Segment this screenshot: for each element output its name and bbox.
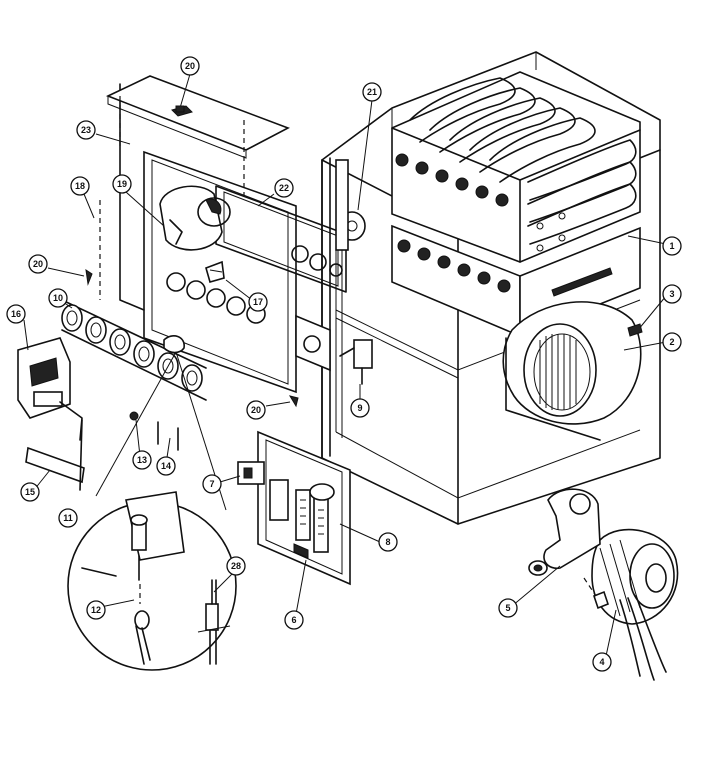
- callout-20-left-text: 20: [33, 259, 43, 269]
- heat-exchanger: [391, 71, 641, 338]
- burner-ports-top: [395, 153, 509, 207]
- callout-3: 3: [662, 284, 682, 304]
- callout-7-text: 7: [209, 479, 214, 489]
- callout-11: 11: [58, 508, 78, 528]
- callout-4: 4: [592, 652, 612, 672]
- callout-18: 18: [70, 176, 90, 196]
- callout-14: 14: [156, 456, 176, 476]
- callout-13: 13: [132, 450, 152, 470]
- callout-11-text: 11: [63, 513, 73, 523]
- small-hardware: [85, 105, 643, 408]
- callout-17: 17: [248, 292, 268, 312]
- rollout-switch: [339, 339, 373, 385]
- callout-leaders: [23, 73, 667, 657]
- callout-18-text: 18: [75, 181, 85, 191]
- callout-15: 15: [20, 482, 40, 502]
- callout-10: 10: [48, 288, 68, 308]
- callout-15-text: 15: [25, 487, 35, 497]
- callout-6-text: 6: [291, 615, 296, 625]
- limit-switch: [335, 159, 366, 251]
- callout-12-text: 12: [91, 605, 101, 615]
- callout-28-text: 28: [231, 561, 241, 571]
- callout-5: 5: [498, 598, 518, 618]
- callout-19-text: 19: [117, 179, 127, 189]
- callout-8-text: 8: [385, 537, 390, 547]
- callout-17-text: 17: [253, 297, 263, 307]
- callout-1: 1: [662, 236, 682, 256]
- callout-20-left: 20: [28, 254, 48, 274]
- callout-20-top-text: 20: [185, 61, 195, 71]
- pressure-switch: [205, 260, 225, 283]
- ignitor-detail: [67, 491, 237, 671]
- blower-motor: [591, 528, 679, 681]
- orifice: [129, 411, 139, 421]
- callout-2-text: 2: [669, 337, 674, 347]
- callout-21: 21: [362, 82, 382, 102]
- callout-12: 12: [86, 600, 106, 620]
- motor-mount: [528, 488, 609, 610]
- transformer: [237, 461, 265, 485]
- control-board: [257, 430, 351, 586]
- callout-21-text: 21: [367, 87, 377, 97]
- callout-22: 22: [274, 178, 294, 198]
- inducer-blower: [159, 185, 231, 251]
- callout-labels: 1 2 3 4 5 6 7 8 9 10 11 12 13 14 15 16 1…: [6, 56, 682, 672]
- callout-8: 8: [378, 532, 398, 552]
- burner-assembly: [61, 299, 207, 401]
- callout-16: 16: [6, 304, 26, 324]
- callout-1-text: 1: [669, 241, 674, 251]
- callout-23-text: 23: [81, 125, 91, 135]
- callout-20-bottom-text: 20: [251, 405, 261, 415]
- callout-13-text: 13: [137, 455, 147, 465]
- callout-16-text: 16: [11, 309, 21, 319]
- callout-14-text: 14: [161, 461, 171, 471]
- gas-valve: [17, 337, 83, 441]
- callout-9: 9: [350, 398, 370, 418]
- callout-9-text: 9: [357, 403, 362, 413]
- blower-housing: [502, 301, 642, 441]
- callout-19: 19: [112, 174, 132, 194]
- burner-ports-bottom: [397, 239, 511, 293]
- callout-2: 2: [662, 332, 682, 352]
- callout-7: 7: [202, 474, 222, 494]
- callout-10-text: 10: [53, 293, 63, 303]
- orifice-brackets: [157, 421, 179, 451]
- callout-22-text: 22: [279, 183, 289, 193]
- callout-6: 6: [284, 610, 304, 630]
- callout-20-top: 20: [180, 56, 200, 76]
- callout-5-text: 5: [505, 603, 510, 613]
- gas-pipe: [25, 419, 85, 491]
- callout-20-bottom: 20: [246, 400, 266, 420]
- callout-28: 28: [226, 556, 246, 576]
- callout-3-text: 3: [669, 289, 674, 299]
- top-cover: [105, 75, 290, 159]
- callout-23: 23: [76, 120, 96, 140]
- callout-4-text: 4: [599, 657, 604, 667]
